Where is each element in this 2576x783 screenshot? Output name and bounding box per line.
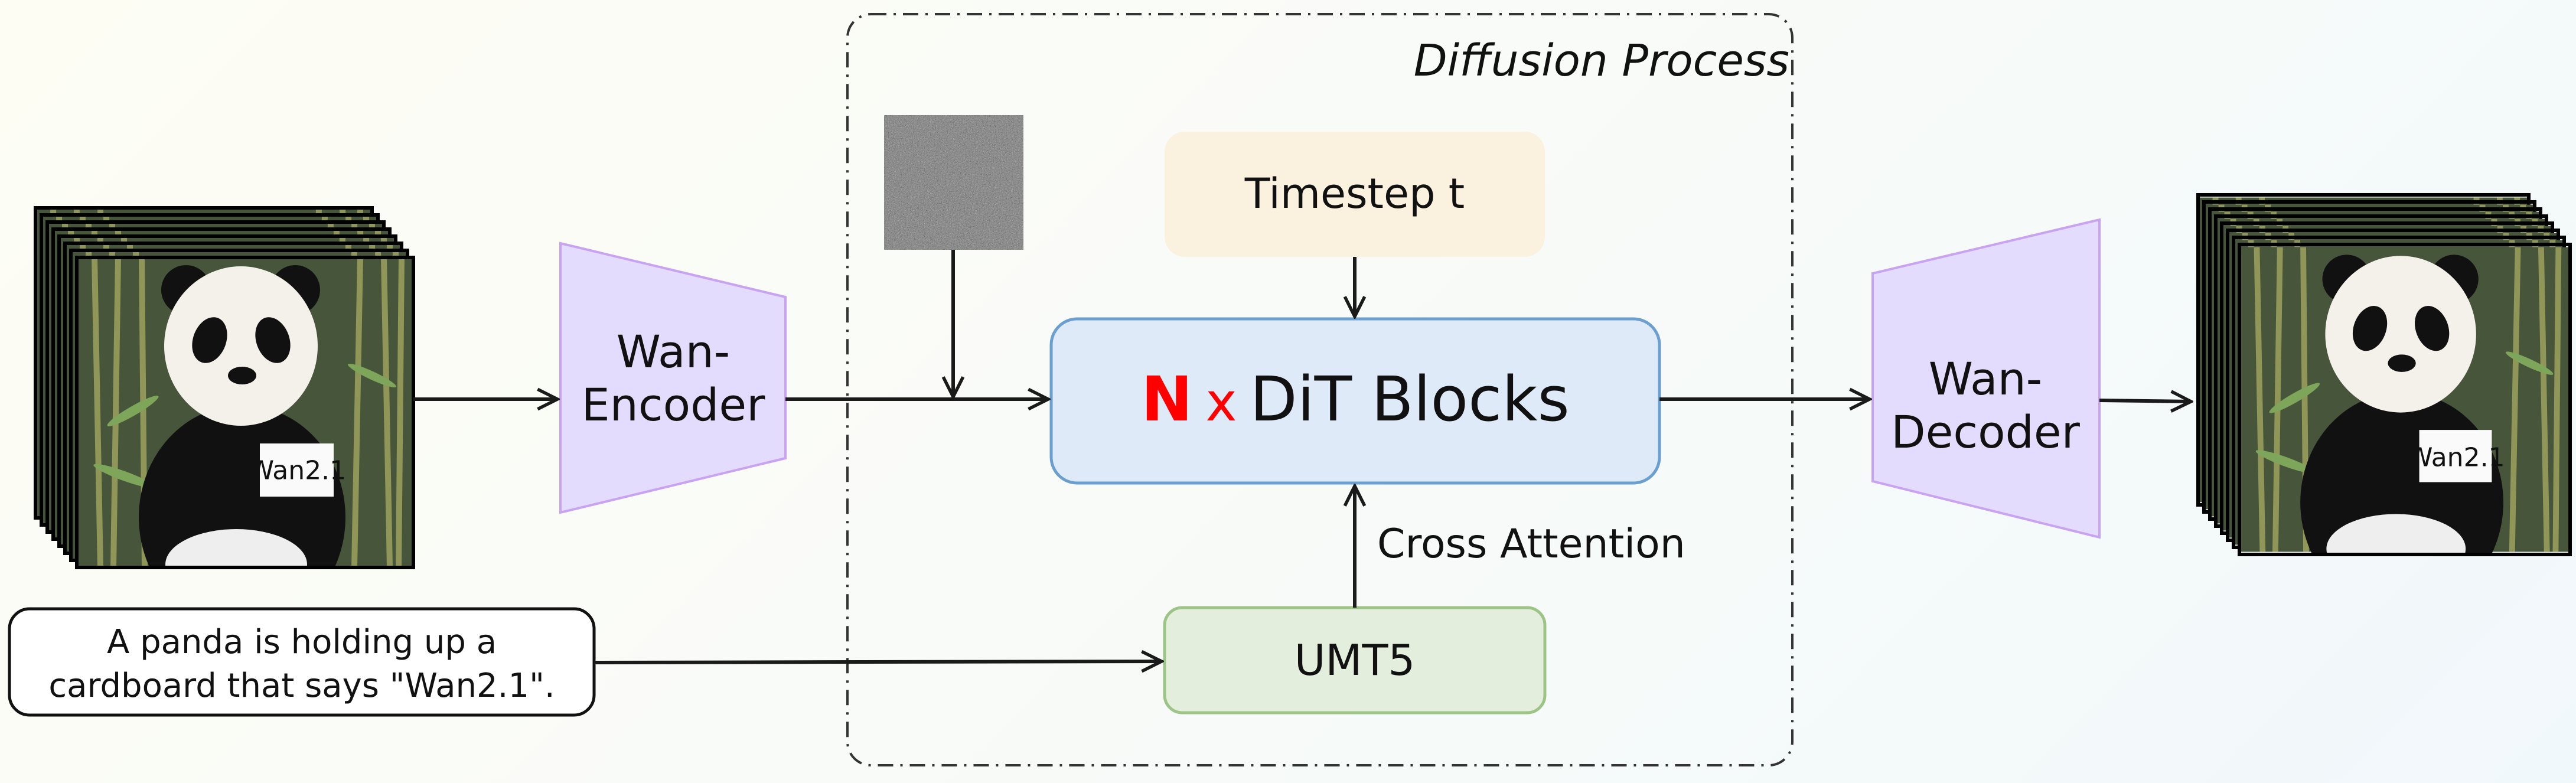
video-frame-border: [75, 256, 415, 569]
sign-text: Wan2.1: [2407, 442, 2505, 472]
video-frame: [77, 257, 413, 629]
output-video-frames: Wan2.1: [2196, 193, 2572, 613]
arrow-decoder-to-video: [2099, 400, 2191, 402]
timestep-block: [1165, 132, 1545, 257]
encoder-label-line1: Wan-: [617, 325, 730, 378]
video-frame: [2239, 247, 2570, 613]
umt5-label: UMT5: [1294, 635, 1416, 685]
encoder-label-line2: Encoder: [582, 379, 765, 431]
noise-texture: [884, 115, 1023, 250]
dit-n: N: [1141, 363, 1192, 435]
diffusion-process-title: Diffusion Process: [1414, 35, 1789, 86]
input-video-frames: Wan2.1: [34, 206, 415, 629]
decoder-label-line2: Decoder: [1891, 406, 2081, 458]
diffusion-process-container: [846, 13, 1794, 766]
sign-text: Wan2.1: [249, 455, 347, 485]
dit-blocks-label: DiT Blocks: [1250, 363, 1570, 435]
timestep-label: Timestep t: [1244, 169, 1465, 218]
decoder-label-line1: Wan-: [1929, 353, 2042, 405]
prompt-line1: A panda is holding up a: [107, 623, 497, 661]
wan-encoder-block: [559, 242, 787, 514]
wan-decoder-block: [1871, 218, 2101, 539]
prompt-line2: cardboard that says "Wan2.1".: [48, 667, 555, 705]
cross-attention-label: Cross Attention: [1377, 521, 1685, 567]
video-frame-border: [2238, 243, 2572, 556]
arrow-prompt-to-umt5: [594, 661, 1162, 663]
dit-times: x: [1205, 371, 1237, 433]
